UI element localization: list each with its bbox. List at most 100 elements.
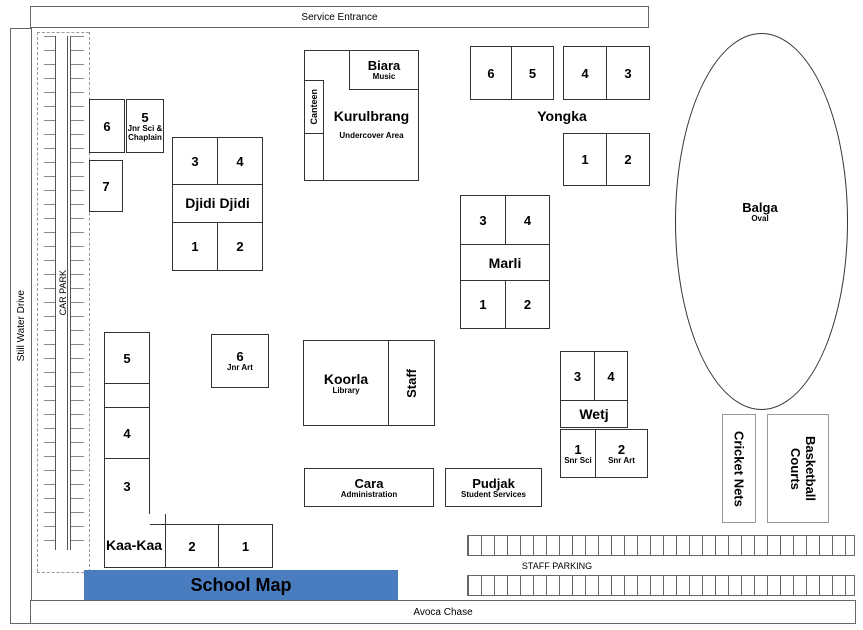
balga-name: Balga (742, 200, 778, 215)
balga-sub: Oval (751, 214, 769, 223)
koorla-label: Koorla (323, 370, 369, 387)
djidi-room-1-number: 1 (191, 239, 199, 254)
wetj-room-2[interactable]: 2 Snr Art (595, 429, 648, 478)
staff-room[interactable]: Staff (388, 340, 435, 426)
staff-parking-bays-bottom (467, 575, 855, 596)
yongka-room-4-number: 4 (581, 65, 589, 81)
wetj-room-3[interactable]: 3 (560, 351, 595, 401)
kaakaa-corner-top (150, 524, 166, 525)
car-park-edge-right (89, 32, 90, 572)
avoca-chase-label: Avoca Chase (413, 606, 473, 618)
still-water-drive-road: Still Water Drive (10, 28, 32, 624)
car-park-label: CAR PARK (58, 270, 68, 317)
room-5-jnr-sci[interactable]: 5 Jnr Sci & Chaplain (126, 99, 164, 153)
room-6-jnr-art[interactable]: 6 Jnr Art (211, 334, 269, 388)
djidi-room-2-number: 2 (236, 239, 244, 254)
room-6-art-sub: Jnr Art (227, 363, 253, 373)
yongka-room-1-number: 1 (581, 152, 589, 167)
djidi-room-4[interactable]: 4 (217, 137, 263, 185)
kaakaa-room-3-number: 3 (123, 479, 131, 494)
yongka-room-3-number: 3 (624, 65, 632, 81)
djidi-room-1[interactable]: 1 (172, 222, 218, 271)
kaakaa-block (104, 383, 150, 408)
marli-room-2[interactable]: 2 (505, 280, 550, 329)
school-map-title: School Map (190, 574, 292, 595)
cara-sub: Administration (340, 489, 398, 499)
koorla-sub: Library (332, 385, 360, 395)
wetj-room-2-number: 2 (617, 441, 626, 457)
canteen[interactable]: Canteen (304, 80, 324, 134)
wetj-room-2-sub: Snr Art (608, 455, 635, 465)
yongka-label: Yongka (537, 108, 587, 124)
wetj-room-3-number: 3 (573, 368, 582, 384)
marli-room-2-number: 2 (523, 297, 532, 312)
yongka-room-3[interactable]: 3 (606, 46, 650, 100)
service-entrance-label: Service Entrance (301, 11, 378, 23)
car-park-bays-left (44, 36, 56, 550)
room-7-number: 7 (102, 178, 110, 194)
biara-sub: Music (372, 72, 396, 82)
yongka-room-5-number: 5 (528, 65, 537, 81)
yongka-room-2[interactable]: 2 (606, 133, 650, 186)
car-park-bays-right (70, 36, 84, 550)
pudjak-label: Pudjak (472, 475, 515, 491)
school-map-title-bar: School Map (84, 570, 398, 600)
room-7[interactable]: 7 (89, 160, 123, 212)
djidi-room-4-number: 4 (236, 153, 244, 169)
marli-room-3[interactable]: 3 (460, 195, 506, 245)
kaakaa-label: Kaa-Kaa (105, 537, 163, 553)
balga-oval[interactable] (675, 33, 848, 410)
biara-music[interactable]: Biara Music (349, 50, 419, 90)
kurulbrang-divider (323, 134, 324, 181)
kurulbrang-label: Kurulbrang (333, 108, 410, 124)
yongka-room-6-number: 6 (487, 65, 495, 81)
marli-room-1[interactable]: 1 (460, 280, 506, 329)
koorla-library[interactable]: Koorla Library (303, 340, 389, 426)
cara-administration[interactable]: Cara Administration (304, 468, 434, 507)
car-park-text: CAR PARK (58, 270, 68, 316)
marli-room-3-number: 3 (479, 212, 487, 228)
room-6-top[interactable]: 6 (89, 99, 125, 153)
kurulbrang-sub: Undercover Area (339, 131, 404, 140)
yongka-room-6[interactable]: 6 (470, 46, 512, 100)
basketball-courts[interactable]: Basketball Courts (767, 414, 829, 523)
biara-label: Biara (367, 58, 401, 74)
marli-room-4-number: 4 (523, 212, 532, 228)
marli-room-4[interactable]: 4 (505, 195, 550, 245)
room-5-number: 5 (141, 109, 149, 125)
pudjak-student-services[interactable]: Pudjak Student Services (445, 468, 542, 507)
kaakaa-room-2-number: 2 (188, 538, 196, 554)
yongka-room-5[interactable]: 5 (511, 46, 554, 100)
car-park-edge-bottom (37, 572, 89, 573)
service-entrance-road: Service Entrance (30, 6, 649, 28)
cara-label: Cara (354, 475, 384, 491)
staff-parking-bays-top (467, 535, 855, 556)
djidi-room-3[interactable]: 3 (172, 137, 218, 185)
kaakaa-room-4-number: 4 (123, 425, 131, 441)
wetj-room-1[interactable]: 1 Snr Sci (560, 429, 596, 478)
wetj-label: Wetj (579, 406, 609, 422)
kaakaa-room-5-number: 5 (123, 350, 131, 366)
balga-label: Balga Oval (720, 200, 800, 224)
marli-room-1-number: 1 (479, 297, 487, 312)
kaakaa-room-5[interactable]: 5 (104, 332, 150, 384)
cricket-nets-label: Cricket Nets (731, 430, 747, 507)
wetj-room-4[interactable]: 4 (594, 351, 628, 401)
kaakaa-room-2[interactable]: 2 (165, 524, 219, 568)
kaakaa-room-4[interactable]: 4 (104, 407, 150, 459)
yongka-room-1[interactable]: 1 (563, 133, 607, 186)
cricket-nets[interactable]: Cricket Nets (722, 414, 756, 523)
wetj-room-1-number: 1 (574, 441, 582, 457)
car-park-edge-left (37, 32, 38, 572)
room-6-art-number: 6 (236, 349, 244, 365)
staff-parking-label: STAFF PARKING (521, 561, 593, 571)
djidi-room-2[interactable]: 2 (217, 222, 263, 271)
djidi-room-3-number: 3 (191, 153, 199, 169)
still-water-drive-label: Still Water Drive (15, 290, 27, 362)
wetj-room-1-sub: Snr Sci (564, 455, 592, 465)
kaakaa-room-1[interactable]: 1 (218, 524, 273, 568)
kaakaa-room-3[interactable]: 3 (104, 458, 150, 515)
yongka-room-4[interactable]: 4 (563, 46, 607, 100)
yongka-room-2-number: 2 (624, 152, 632, 167)
pudjak-sub: Student Services (461, 489, 526, 499)
